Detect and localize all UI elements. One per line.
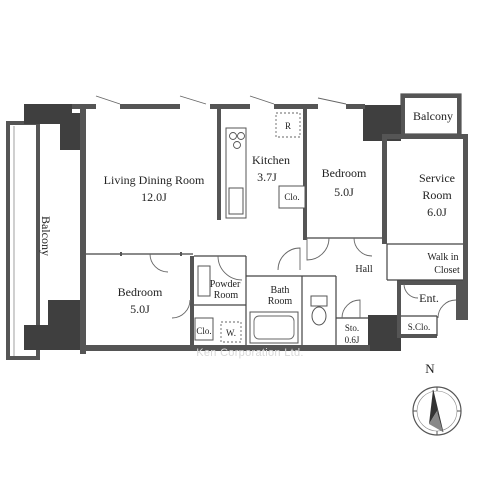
structural-columns bbox=[24, 104, 401, 351]
hall-label: Hall bbox=[355, 264, 372, 275]
refrigerator-label: R bbox=[285, 121, 291, 131]
bedroom-north-label: Bedroom bbox=[322, 166, 367, 180]
windows-north bbox=[95, 95, 347, 109]
powder-room-label-2: Room bbox=[214, 290, 239, 301]
service-room-size: 6.0J bbox=[427, 205, 447, 219]
storage-label: Sto. bbox=[345, 323, 359, 333]
doors bbox=[149, 237, 457, 319]
shoe-closet-label: S.Clo. bbox=[408, 322, 431, 332]
washer-label: W. bbox=[226, 328, 236, 338]
living-dining-label: Living Dining Room bbox=[104, 173, 205, 187]
service-room-label-1: Service bbox=[419, 171, 455, 185]
compass: N bbox=[412, 361, 462, 436]
bedroom-south-label: Bedroom bbox=[118, 285, 163, 299]
balcony-north: Balcony bbox=[400, 93, 462, 135]
service-room-label-2: Room bbox=[422, 188, 452, 202]
bedroom-north-size: 5.0J bbox=[334, 185, 354, 199]
closet-bedroom-label: Clo. bbox=[196, 326, 211, 336]
walk-in-closet-label-2: Closet bbox=[434, 265, 460, 276]
bath-room-label-1: Bath bbox=[271, 285, 290, 296]
living-dining-size: 12.0J bbox=[141, 190, 167, 204]
walk-in-closet-label-1: Walk in bbox=[427, 252, 458, 263]
interior-walls bbox=[86, 104, 463, 346]
bath-room-label-2: Room bbox=[268, 296, 293, 307]
kitchen-size: 3.7J bbox=[257, 170, 277, 184]
balcony-west-label: Balcony bbox=[39, 216, 53, 256]
kitchen-label: Kitchen bbox=[252, 153, 290, 167]
room-labels: Living Dining Room 12.0J Kitchen 3.7J Be… bbox=[104, 153, 460, 345]
powder-room-label-1: Powder bbox=[210, 279, 241, 290]
closet-kitchen-label: Clo. bbox=[284, 192, 299, 202]
balcony-north-label: Balcony bbox=[413, 109, 453, 123]
kitchen-fixtures: R Clo. bbox=[225, 112, 306, 219]
watermark: Ken Corporation Ltd. bbox=[196, 347, 304, 359]
balcony-west: Balcony bbox=[6, 121, 53, 360]
bath-fixtures: Clo. W. bbox=[194, 265, 328, 344]
storage-size: 0.6J bbox=[345, 335, 360, 345]
bedroom-south-size: 5.0J bbox=[130, 302, 150, 316]
compass-rose-icon bbox=[412, 386, 462, 436]
compass-north-label: N bbox=[425, 361, 435, 376]
entrance-label: Ent. bbox=[419, 291, 439, 305]
